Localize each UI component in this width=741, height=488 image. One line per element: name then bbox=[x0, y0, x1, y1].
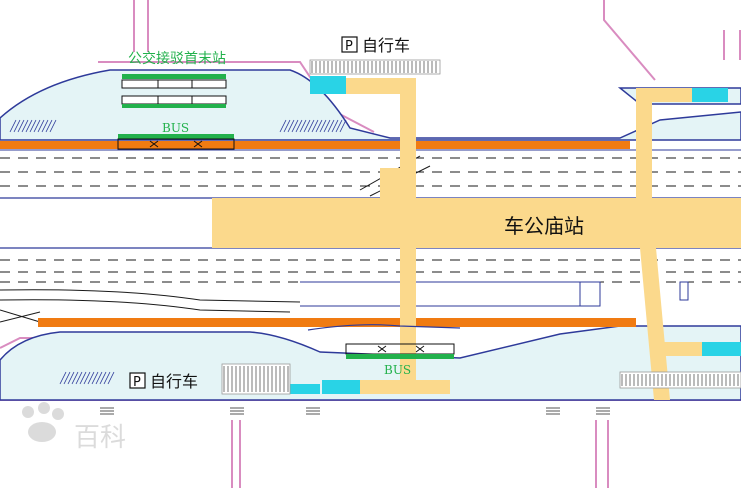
hatch-line bbox=[79, 371, 87, 385]
passage-north-3 bbox=[380, 168, 410, 198]
bicycle-rack bbox=[290, 384, 320, 394]
north-carriageway bbox=[0, 149, 741, 199]
parking-icon: P bbox=[341, 36, 358, 54]
hatch-line bbox=[95, 371, 103, 385]
hatch-line bbox=[299, 119, 307, 133]
hatch-line bbox=[21, 119, 29, 133]
hatch-line bbox=[279, 119, 287, 133]
passage-north-2 bbox=[636, 88, 652, 198]
passage-south-2 bbox=[640, 248, 670, 400]
hatch-line bbox=[83, 371, 91, 385]
watermark-paw-icon bbox=[22, 402, 64, 442]
hatch-line bbox=[67, 371, 75, 385]
hatch-line bbox=[339, 119, 347, 133]
hatch-line bbox=[75, 371, 83, 385]
hatch-line bbox=[311, 119, 319, 133]
hatch-line bbox=[107, 371, 115, 385]
station-name: 车公庙站 bbox=[504, 214, 584, 238]
hatch-line bbox=[13, 119, 21, 133]
footer-symbols bbox=[100, 407, 610, 415]
hatch-line bbox=[25, 119, 33, 133]
hatch-line bbox=[29, 119, 37, 133]
hatch-line bbox=[323, 119, 331, 133]
bus-label-north: BUS bbox=[162, 121, 189, 135]
hatch-line bbox=[45, 119, 53, 133]
station-concourse bbox=[212, 198, 741, 248]
hatch-line bbox=[307, 119, 315, 133]
bus-bay bbox=[117, 74, 461, 359]
hatch-line bbox=[291, 119, 299, 133]
brt-lane-south bbox=[38, 318, 636, 327]
hatch-line bbox=[9, 119, 17, 133]
island-hatching bbox=[9, 119, 347, 385]
passage-se bbox=[652, 342, 702, 356]
bike-label-south: 自行车 bbox=[150, 372, 198, 391]
passage-ne bbox=[652, 88, 692, 102]
bus-terminal-label: 公交接驳首末站 bbox=[128, 50, 226, 67]
bike-parking-se bbox=[619, 371, 741, 389]
hatch-line bbox=[91, 371, 99, 385]
hatch-line bbox=[283, 119, 291, 133]
hatch-line bbox=[87, 371, 95, 385]
bicycle-rack bbox=[702, 342, 741, 356]
hatch-line bbox=[295, 119, 303, 133]
south-carriageway bbox=[0, 247, 741, 323]
hatch-line bbox=[287, 119, 295, 133]
hatch-line bbox=[319, 119, 327, 133]
bicycle-rack bbox=[310, 76, 346, 94]
hatch-line bbox=[99, 371, 107, 385]
hatch-line bbox=[335, 119, 343, 133]
parking-glyph: P bbox=[345, 39, 353, 54]
bicycle-rack bbox=[692, 88, 728, 102]
bike-parking-north bbox=[309, 59, 441, 75]
bicycle-rack bbox=[322, 380, 360, 394]
bike-parking-south bbox=[221, 363, 291, 395]
south-bus-island bbox=[0, 325, 741, 401]
passage-south-3 bbox=[360, 380, 450, 394]
hatch-line bbox=[59, 371, 67, 385]
hatch-line bbox=[331, 119, 339, 133]
passage-south-1 bbox=[400, 248, 416, 384]
hatch-line bbox=[103, 371, 111, 385]
hatch-line bbox=[49, 119, 57, 133]
bus-label-south: BUS bbox=[384, 363, 411, 377]
hatch-line bbox=[17, 119, 25, 133]
brt-lane-north bbox=[0, 141, 630, 149]
hatch-line bbox=[303, 119, 311, 133]
parking-glyph: P bbox=[133, 375, 141, 390]
hatch-line bbox=[315, 119, 323, 133]
hatch-line bbox=[41, 119, 49, 133]
hatch-line bbox=[327, 119, 335, 133]
watermark-text: 百科 bbox=[74, 423, 126, 453]
hatch-line bbox=[71, 371, 79, 385]
bike-label-north: 自行车 bbox=[362, 36, 410, 55]
hatch-line bbox=[63, 371, 71, 385]
watermark: 百科 bbox=[22, 402, 126, 453]
parking-icon: P bbox=[129, 372, 146, 390]
hatch-line bbox=[37, 119, 45, 133]
hatch-line bbox=[33, 119, 41, 133]
passage-north-4 bbox=[346, 78, 416, 94]
